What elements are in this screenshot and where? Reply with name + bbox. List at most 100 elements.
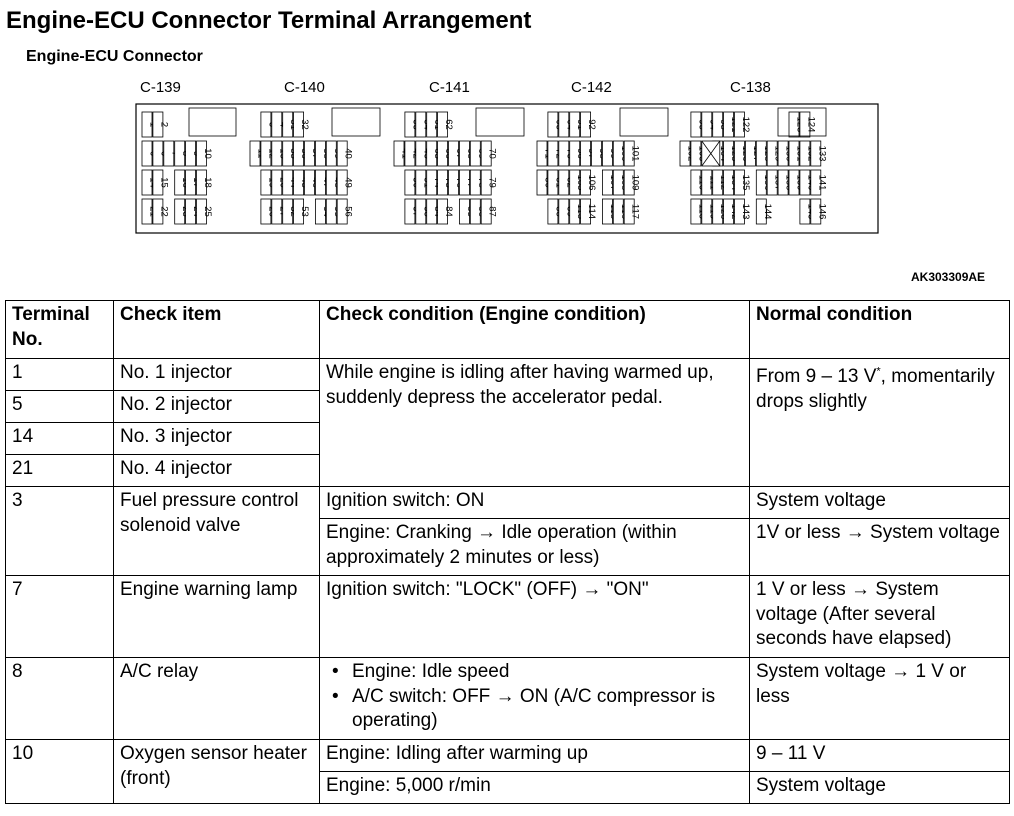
terminal-cell bbox=[437, 169, 449, 196]
normal-condition-cell: 9 – 11 V bbox=[749, 739, 1010, 772]
check-item-cell: Engine warning lamp bbox=[113, 575, 320, 658]
condition-bullet-list: Engine: Idle speed A/C switch: OFF → ON … bbox=[326, 660, 744, 734]
normal-prefix: From 9 – 13 V bbox=[756, 366, 877, 387]
terminal-cell: 8 bbox=[5, 657, 114, 740]
terminal-cell bbox=[580, 169, 591, 196]
terminal-number: 124 bbox=[805, 117, 816, 133]
terminal-number: 122 bbox=[740, 117, 751, 133]
connector-key-recess bbox=[475, 107, 525, 137]
terminal-number: 2 bbox=[158, 122, 169, 127]
table-header-row: Terminal No. Check item Check condition … bbox=[5, 300, 1010, 359]
terminal-cell bbox=[185, 198, 197, 225]
terminal-cell bbox=[314, 198, 326, 225]
terminal-number: 133 bbox=[816, 146, 827, 162]
terminal-number: 49 bbox=[343, 177, 354, 188]
terminal-cell bbox=[458, 198, 470, 225]
terminal-cell bbox=[734, 111, 745, 138]
page-title: Engine-ECU Connector Terminal Arrangemen… bbox=[6, 7, 532, 34]
check-condition-cell: Engine: Cranking → Idle operation (withi… bbox=[319, 518, 750, 576]
terminal-cell bbox=[469, 169, 481, 196]
header-terminal: Terminal No. bbox=[5, 300, 114, 359]
terminal-cell bbox=[723, 198, 734, 225]
normal-condition-cell: System voltage → 1 V or less bbox=[749, 657, 1010, 740]
terminal-cell bbox=[426, 169, 438, 196]
connector-label: C-139 bbox=[140, 79, 181, 96]
terminal-cell bbox=[480, 140, 492, 167]
terminal-number: 109 bbox=[630, 175, 641, 191]
terminal-cell bbox=[437, 140, 449, 167]
normal-condition-cell: System voltage bbox=[749, 771, 1010, 804]
terminal-number: 70 bbox=[487, 148, 498, 159]
terminal-cell bbox=[304, 169, 315, 196]
table-row: 14 No. 3 injector bbox=[5, 422, 1010, 455]
terminal-cell bbox=[458, 169, 470, 196]
terminal-cell bbox=[196, 140, 207, 167]
terminal-cell bbox=[415, 198, 427, 225]
normal-condition-cell: 1 V or less → System voltage (After seve… bbox=[749, 575, 1010, 658]
terminal-cell bbox=[623, 140, 635, 167]
terminal-cell bbox=[174, 198, 186, 225]
terminal-cell bbox=[293, 140, 305, 167]
terminal-cell bbox=[282, 198, 294, 225]
terminal-cell bbox=[810, 198, 822, 225]
terminal-cell bbox=[271, 140, 283, 167]
terminal-cell bbox=[580, 140, 591, 167]
terminal-cell bbox=[196, 169, 207, 196]
terminal-cell bbox=[260, 198, 272, 225]
terminal-cell bbox=[712, 169, 724, 196]
normal-suffix: , momentarily drops slightly bbox=[756, 366, 995, 412]
terminal-number: 56 bbox=[343, 206, 354, 217]
terminal-cell bbox=[547, 169, 559, 196]
terminal-cell bbox=[152, 140, 164, 167]
terminal-cell bbox=[799, 169, 811, 196]
table-row: 8 A/C relay Engine: Idle speed A/C switc… bbox=[5, 657, 1010, 740]
terminal-cell bbox=[734, 169, 745, 196]
terminal-cell bbox=[690, 169, 702, 196]
terminal-number: 101 bbox=[630, 146, 641, 162]
terminal-number: 117 bbox=[630, 204, 641, 219]
terminal-cell bbox=[141, 169, 153, 196]
terminal-number: 22 bbox=[158, 206, 169, 217]
terminal-cell bbox=[799, 140, 811, 167]
terminal-cell bbox=[712, 198, 724, 225]
terminal-cell bbox=[612, 140, 624, 167]
terminal-cell bbox=[404, 111, 416, 138]
terminal-cell bbox=[293, 198, 305, 225]
terminal-cell bbox=[690, 140, 702, 167]
header-normal-condition: Normal condition bbox=[749, 300, 1010, 359]
terminal-cell bbox=[141, 111, 153, 138]
terminal-cell bbox=[314, 140, 326, 167]
terminal-cell bbox=[701, 169, 713, 196]
terminal-cell bbox=[547, 198, 559, 225]
terminal-cell bbox=[426, 111, 438, 138]
terminal-cell bbox=[755, 140, 767, 167]
terminal-cell: 3 bbox=[5, 486, 114, 576]
footnote-mark: * bbox=[876, 365, 881, 378]
normal-condition-cell: From 9 – 13 V*, momentarily drops slight… bbox=[749, 358, 1010, 487]
connector-label: C-141 bbox=[429, 79, 470, 96]
terminal-cell bbox=[448, 140, 459, 167]
terminal-cell bbox=[536, 169, 548, 196]
check-condition-cell: Engine: Idle speed A/C switch: OFF → ON … bbox=[319, 657, 750, 740]
terminal-cell bbox=[271, 198, 283, 225]
terminal-number: 53 bbox=[299, 206, 310, 217]
terminal-cell bbox=[701, 111, 713, 138]
terminal-cell bbox=[141, 198, 153, 225]
terminal-cell bbox=[602, 169, 613, 196]
terminal-cell bbox=[404, 140, 416, 167]
terminal-cell bbox=[304, 140, 315, 167]
terminal-cell bbox=[260, 169, 272, 196]
terminal-cell bbox=[260, 111, 272, 138]
terminal-cell bbox=[580, 198, 591, 225]
connector-label: C-140 bbox=[284, 79, 325, 96]
terminal-cell: 1 bbox=[5, 358, 114, 391]
terminal-cell bbox=[558, 198, 570, 225]
terminal-cell bbox=[547, 140, 559, 167]
terminal-cell bbox=[580, 111, 591, 138]
terminal-cell bbox=[458, 140, 470, 167]
terminal-cell bbox=[547, 111, 559, 138]
terminal-cell bbox=[602, 198, 613, 225]
unused-cavity-cross bbox=[701, 140, 721, 167]
terminal-cell bbox=[415, 111, 427, 138]
terminal-cell bbox=[336, 198, 348, 225]
